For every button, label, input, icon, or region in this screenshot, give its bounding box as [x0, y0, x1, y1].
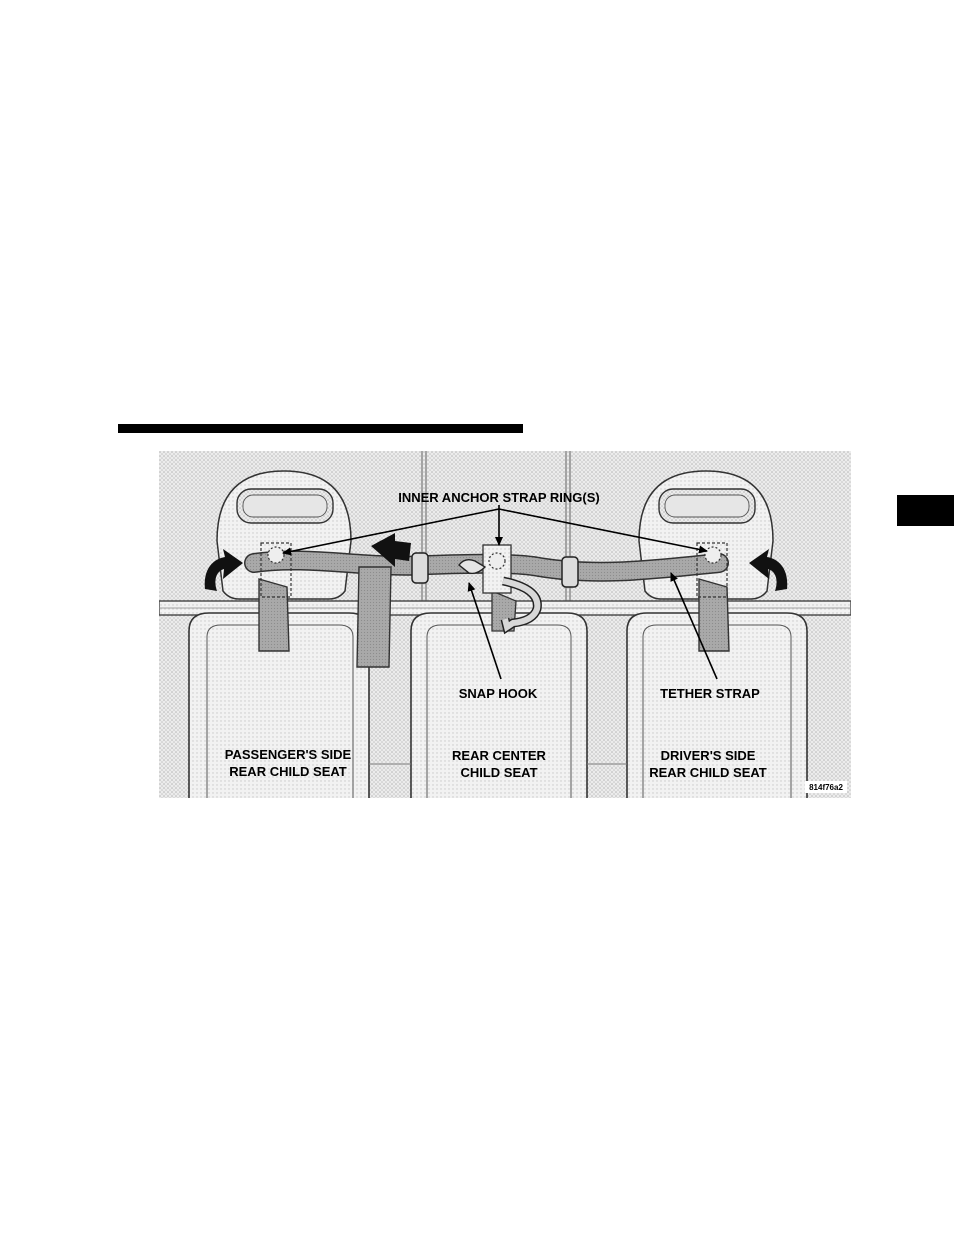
inner-anchor-strap-ring-label: INNER ANCHOR STRAP RING(S) [398, 490, 600, 505]
passenger-seat-label-line2: REAR CHILD SEAT [229, 764, 347, 779]
tether-strap-illustration: INNER ANCHOR STRAP RING(S) SNAP HOOK TET… [159, 451, 851, 798]
driver-headrest [639, 471, 773, 599]
driver-seat-label-line2: REAR CHILD SEAT [649, 765, 767, 780]
tether-strap-label: TETHER STRAP [660, 686, 760, 701]
chapter-tab-marker [897, 495, 954, 526]
center-seat-label-line2: CHILD SEAT [460, 765, 537, 780]
driver-seat-label-line1: DRIVER'S SIDE [661, 748, 756, 763]
passenger-seat-label-line1: PASSENGER'S SIDE [225, 747, 352, 762]
passenger-headrest [217, 471, 351, 599]
center-seat-label-line1: REAR CENTER [452, 748, 547, 763]
snap-hook-label: SNAP HOOK [459, 686, 538, 701]
section-divider-bar [118, 424, 523, 433]
image-code: 814f76a2 [809, 783, 843, 792]
